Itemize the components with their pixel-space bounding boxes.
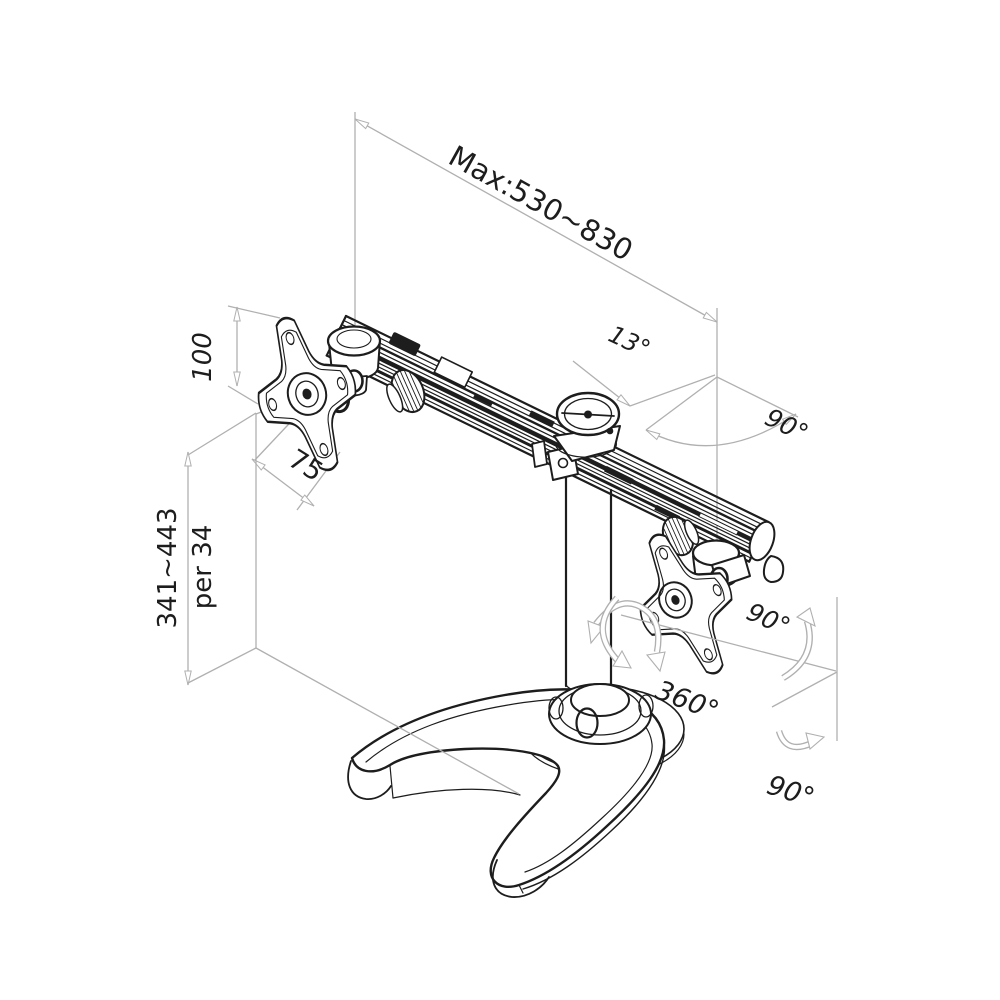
tilt-angle-label: 13° (604, 320, 654, 363)
base-foot (347, 683, 685, 898)
monitor-stand (235, 302, 785, 898)
crossbar-rail (325, 314, 770, 563)
base-rotation-label: 90° (763, 770, 818, 814)
base-rotation-arrow (775, 729, 826, 751)
pole (564, 467, 613, 694)
rotation-annotation-layer (255, 595, 838, 795)
left-thumbscrew (386, 368, 426, 414)
right-thumbscrew (661, 515, 700, 557)
center-disc-joint (553, 391, 621, 462)
right-vesa-plate (611, 515, 761, 693)
dimension-layer (184, 112, 799, 686)
screen-rotation-arrows (599, 595, 816, 681)
pole-collar (548, 683, 654, 745)
rail-slider (433, 356, 474, 389)
left-vesa-plate (235, 302, 379, 486)
screen-rotation-label: 90° (742, 597, 794, 642)
rail-clamp (388, 332, 421, 356)
max-width-label: Max:530~830 (443, 139, 639, 268)
height-range-label: 341~443 (153, 507, 183, 628)
height-step-label: per 34 (188, 525, 218, 610)
arm-swivel-label: 90° (760, 403, 813, 448)
rail-end-cap (748, 520, 785, 583)
pole-swivel-label: 360° (651, 675, 723, 727)
vesa-height-label: 100 (188, 332, 218, 382)
